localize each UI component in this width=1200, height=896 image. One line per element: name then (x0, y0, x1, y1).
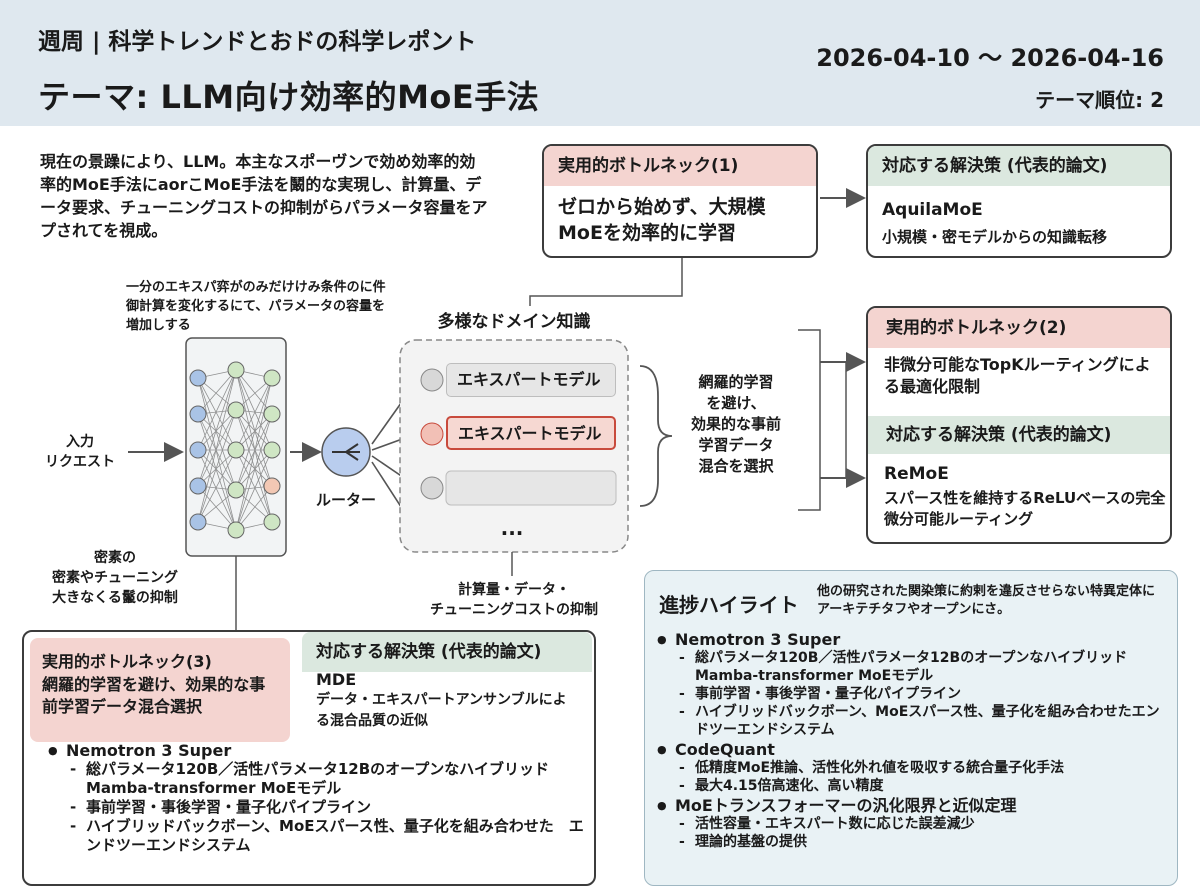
bottom-list-item: Nemotron 3 Super (48, 742, 588, 761)
connector-to-b2 (798, 329, 821, 511)
highlight-item-codequant: CodeQuant (657, 741, 1167, 760)
highlight-sub: 低精度MoE推論、活性化外れ値を吸収する統合量子化手法 (657, 759, 1167, 777)
highlights-list: Nemotron 3 Super 総パラメータ120B／活性パラメータ12Bのオ… (657, 629, 1167, 852)
highlight-sub: ハイブリッドバックボーン、MoEスパース性、量子化を組み合わせたエンドツーエンド… (657, 703, 1167, 739)
bottom-list: Nemotron 3 Super 総パラメータ120B／活性パラメータ12Bのオ… (48, 740, 588, 855)
highlight-sub: 理論的基盤の提供 (657, 833, 1167, 851)
solution3-header: 対応する解決策 (代表的論文) (302, 632, 592, 672)
expert1-pill: エキスパートモデル (446, 363, 616, 397)
bottleneck3-card: 実用的ボトルネック(3) 網羅的学習を避け、効果的な事前学習データ混合選択 対応… (22, 630, 596, 886)
highlights-title: 進捗ハイライト (659, 593, 799, 617)
bottleneck1-header: 実用的ボトルネック(1) (544, 146, 816, 186)
highlight-item-nemotron: Nemotron 3 Super (657, 631, 1167, 650)
bottleneck1-card: 実用的ボトルネック(1) ゼロから始めず、大規模MoEを効率的に学習 (542, 144, 818, 258)
brace-note: 網羅的学習 を避け、 効果的な事前 学習データ 混合を選択 (690, 373, 781, 475)
network-nodes (189, 361, 281, 539)
solution1-desc: 小規模・密モデルからの知識転移 (882, 228, 1108, 246)
router-icon (332, 443, 360, 461)
solution2-name: ReMoE (884, 464, 949, 484)
bottom-list-sub: 総パラメータ120B／活性パラメータ12BのオープンなハイブリッドMamba-t… (48, 760, 588, 798)
expert-ellipsis: ... (500, 516, 524, 540)
bottleneck2-header: 実用的ボトルネック(2) (868, 308, 1170, 348)
highlights-panel: 進捗ハイライト 他の研究された関染策に約剌を違反させらない特異定体にアーキテチタ… (644, 570, 1178, 886)
highlight-sub: 総パラメータ120B／活性パラメータ12BのオープンなハイブリッドMamba-t… (657, 649, 1167, 685)
highlight-sub: 活性容量・エキスパート数に応じた誤差減少 (657, 815, 1167, 833)
input-label: 入力 リクエスト (45, 434, 115, 470)
highlight-sub: 最大4.15倍高速化、高い精度 (657, 777, 1167, 795)
bottleneck3-header: 実用的ボトルネック(3) 網羅的学習を避け、効果的な事前学習データ混合選択 (30, 638, 290, 742)
intro-text: 現在の景躁により、LLM。本主なスポーヴンで効め効率的効率的MoE手法にaorこ… (40, 152, 488, 240)
expert1-node (420, 368, 444, 392)
report-subtitle: 週周 | 科学トレンドとおドの科学レポント (38, 29, 477, 55)
bottleneck1-body: ゼロから始めず、大規模MoEを効率的に学習 (558, 196, 766, 244)
highlight-sub: 事前学習・事後学習・量子化パイプライン (657, 685, 1167, 703)
solution1-name: AquilaMoE (882, 200, 983, 220)
bottleneck2-solution2-card: 実用的ボトルネック(2) 非微分可能なTopKルーティングによる最適化限制 対応… (866, 306, 1172, 544)
solution1-card: 対応する解決策 (代表的論文) AquilaMoE 小規模・密モデルからの知識転… (866, 144, 1172, 258)
highlights-note: 他の研究された関染策に約剌を違反させらない特異定体にアーキテチタフやオープンにさ… (817, 584, 1156, 617)
solution3-name: MDE (316, 670, 357, 689)
date-range: 2026-04-10 〜 2026-04-16 (816, 44, 1164, 72)
solution1-header: 対応する解決策 (代表的論文) (868, 146, 1170, 186)
solution2-header: 対応する解決策 (代表的論文) (868, 416, 1170, 454)
connector-b1-down (529, 258, 683, 306)
bottom-list-sub: 事前学習・事後学習・量子化パイプライン (48, 798, 588, 817)
brace (639, 365, 673, 507)
domain-label: 多様なドメイン知識 (437, 312, 591, 332)
header-bar: 週周 | 科学トレンドとおドの科学レポント テーマ: LLM向け効率的MoE手法… (0, 0, 1200, 126)
router-label: ルーター (315, 491, 376, 509)
theme-rank: テーマ順位: 2 (1035, 88, 1164, 112)
expert3-pill (445, 470, 617, 506)
expert3-node (420, 476, 444, 500)
highlight-item-generalization: MoEトランスフォーマーの汎化限界と近似定理 (657, 797, 1167, 816)
cost-note: 計算量・データ・ チューニングコストの抑制 (430, 582, 598, 618)
bottleneck3-title: 実用的ボトルネック(3) (42, 652, 212, 671)
solution2-desc: スパース性を維持するReLUベースの完全微分可能ルーティング (884, 489, 1166, 528)
bottom-list-sub: ハイブリッドバックボーン、MoEスパース性、量子化を組み合わせた エンドツーエン… (48, 817, 588, 855)
expert2-pill: エキスパートモデル (446, 416, 616, 450)
page-title: テーマ: LLM向け効率的MoE手法 (38, 78, 540, 116)
bottleneck2-body: 非微分可能なTopKルーティングによる最適化限制 (884, 355, 1151, 396)
solution3-desc: データ・エキスパートアンサンブルによる混合品質の近似 (316, 692, 567, 729)
expert2-node (420, 422, 444, 446)
bottleneck3-body: 網羅的学習を避け、効果的な事前学習データ混合選択 (42, 675, 266, 716)
expert-note: 一分のエキスパ弈がのみだけけみ条件のに件御計算を変化するにて、パラメータの容量を… (126, 280, 386, 333)
dense-note: 密素の 密素やチューニング 大きなくる鬣の抑制 (52, 550, 178, 606)
